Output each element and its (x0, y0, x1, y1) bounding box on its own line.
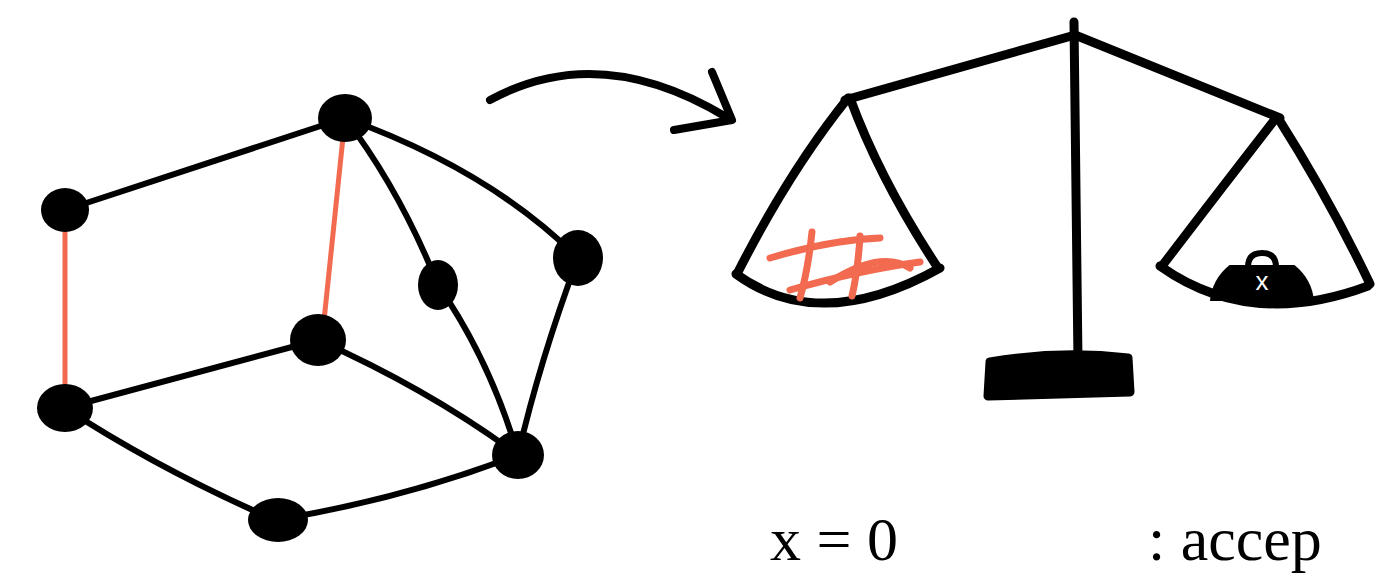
graph-vertex (318, 94, 372, 142)
arrow-head (674, 72, 732, 130)
graph-vertices (37, 94, 603, 542)
graph-edge-highlight (63, 210, 68, 408)
graph-edge (318, 340, 518, 455)
weight-label: x (1208, 266, 1316, 297)
graph-vertex (290, 314, 346, 366)
graph-edge (275, 455, 518, 520)
pan-string (1162, 118, 1276, 266)
weight-node: x (1208, 250, 1316, 303)
weight-handle (1248, 253, 1276, 267)
graph-vertex (248, 498, 308, 542)
curved-arrow (490, 72, 732, 130)
graph-vertex (553, 230, 603, 286)
scale-base (988, 355, 1130, 396)
scale-post (1074, 22, 1078, 362)
graph-edge (65, 118, 345, 210)
graph-edge (65, 340, 318, 408)
graph-edge (345, 118, 578, 258)
scribble-stroke (830, 262, 910, 282)
scribble-stroke (770, 238, 880, 258)
formula-text: x = 0 (770, 508, 898, 570)
graph-vertex (492, 431, 544, 479)
formula-text: : accep (1148, 508, 1322, 570)
balance-scale (736, 22, 1370, 396)
graph-edge (345, 118, 438, 285)
graph-edge (65, 408, 275, 520)
graph-edge (438, 285, 518, 455)
arrow-shaft (490, 74, 728, 118)
graph-vertex (41, 188, 89, 232)
scribble-stroke (800, 232, 812, 298)
pan-string (1278, 118, 1370, 284)
pan-scribble (770, 232, 920, 298)
graph-edge (518, 258, 578, 455)
graph-edge-highlight (322, 118, 345, 340)
graph-vertex (418, 260, 458, 310)
graph-edges (65, 118, 578, 520)
graph-vertex (37, 384, 93, 432)
scale-beam (845, 35, 1280, 118)
